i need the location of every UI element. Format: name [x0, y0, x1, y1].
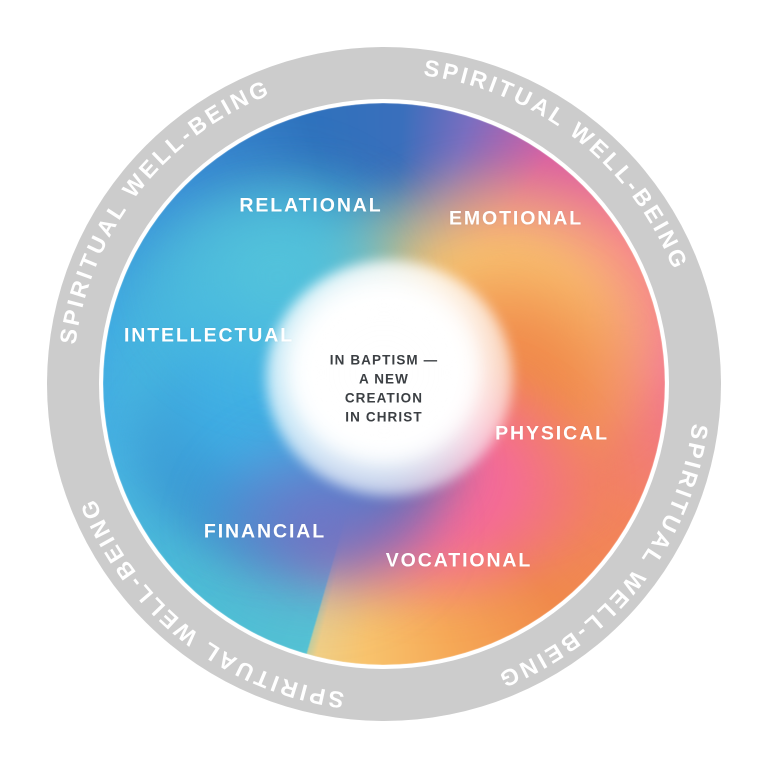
segment-label-physical[interactable]: PHYSICAL [495, 422, 609, 445]
wellness-swirl-disc [103, 103, 665, 665]
segment-label-financial[interactable]: FINANCIAL [203, 520, 327, 543]
segment-label-relational[interactable]: RELATIONAL [239, 194, 383, 217]
segment-label-emotional[interactable]: EMOTIONAL [448, 207, 584, 230]
segment-label-vocational[interactable]: VOCATIONAL [385, 549, 533, 572]
segment-label-intellectual[interactable]: INTELLECTUAL [123, 324, 295, 347]
center-caption: IN BAPTISM — A NEW CREATION IN CHRIST [329, 352, 439, 426]
center-glow-inner [294, 288, 474, 458]
